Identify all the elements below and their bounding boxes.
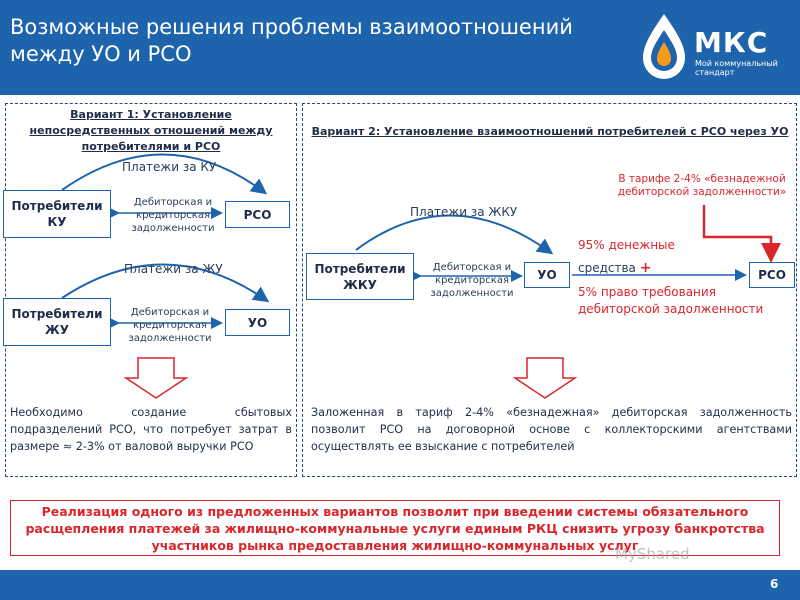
water-drop-logo-icon (643, 14, 685, 79)
variant-1-heading: Вариант 1: Установление непосредственных… (29, 108, 273, 153)
cash-line-1-text: 95% денежные (578, 238, 675, 252)
payments-zhu-arrow (61, 263, 270, 303)
logo-text: МКС (694, 26, 769, 59)
rights-line-1: 5% право требования (578, 285, 716, 299)
footer-bar (0, 570, 800, 600)
debt-label-1: Дебиторская и кредиторская задолженности (131, 197, 215, 234)
uo-box-2: УО (524, 262, 570, 288)
payments-ku-arrow (61, 153, 268, 195)
variant-2-conclusion: Заложенная в тариф 2-4% «безнадежная» де… (311, 406, 792, 453)
bottom-note: Реализация одного из предложенных вариан… (10, 500, 780, 556)
debt-label-3: Дебиторская и кредиторская задолженности (430, 262, 514, 299)
debt-label-2: Дебиторская и кредиторская задолженности (128, 307, 212, 344)
down-arrow-icon-2 (512, 357, 578, 399)
consumers-zhu-box: Потребители ЖУ (3, 298, 111, 346)
payments-zhu-label: Платежи за ЖУ (124, 262, 223, 276)
rights-text: 5% право требования дебиторской задолжен… (578, 284, 763, 318)
page-title: Возможные решения проблемы взаимоотношен… (10, 15, 573, 66)
cash-line-2-text: средства (578, 261, 636, 275)
variant-2-heading: Вариант 2: Установление взаимоотношений … (311, 125, 789, 138)
cash-line-2: средства + (578, 260, 651, 276)
rso-box-2: РСО (749, 262, 795, 288)
uo-box-1: УО (225, 309, 290, 336)
variant-2-panel (302, 103, 797, 477)
plus-sign: + (639, 260, 652, 276)
payments-zhku-arrow (355, 214, 554, 255)
tariff-connector-arrow (702, 205, 781, 263)
logo: МКС Мой коммунальный стандарт (640, 12, 795, 87)
rso-box-1: РСО (225, 201, 290, 228)
payments-zhku-label: Платежи за ЖКУ (410, 205, 518, 219)
logo-subtitle: Мой коммунальный стандарт (695, 59, 778, 77)
payments-ku-label: Платежи за КУ (122, 160, 217, 174)
variant-1-panel (5, 103, 297, 477)
consumers-ku-box: Потребители КУ (3, 190, 111, 238)
down-arrow-icon-1 (123, 357, 189, 399)
cash-line-1: 95% денежные (578, 238, 675, 252)
watermark: MyShared (615, 545, 690, 563)
page-number: 6 (770, 577, 779, 591)
rights-line-2: дебиторской задолженности (578, 302, 764, 316)
consumers-zhku-box: Потребители ЖКУ (306, 253, 414, 300)
variant-1-conclusion: Необходимо создание сбытовых подразделен… (10, 406, 292, 453)
tariff-note: В тарифе 2-4% «безнадежной дебиторской з… (617, 173, 787, 198)
